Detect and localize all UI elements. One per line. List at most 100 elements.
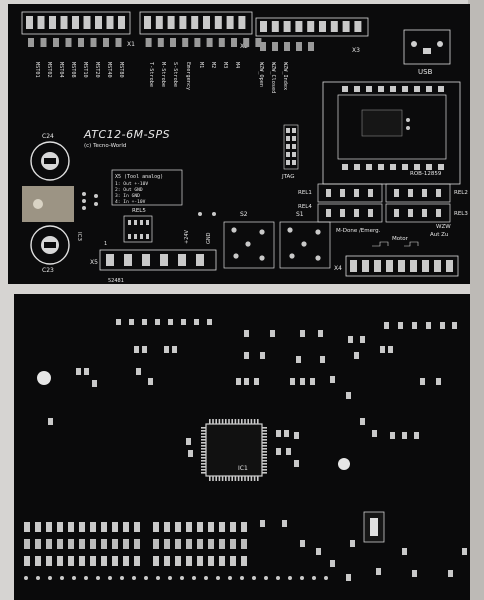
qfp-pin: [218, 419, 221, 424]
pad-row: [186, 556, 192, 566]
module-pad: [438, 164, 444, 170]
via-pad: [180, 576, 184, 580]
smd-pad: [426, 322, 431, 329]
smd-pad: [448, 570, 453, 577]
module-pad: [354, 164, 360, 170]
smd-pad: [172, 346, 177, 353]
via-pad: [156, 576, 160, 580]
connector-pad: [72, 16, 79, 29]
smd-pad: [136, 368, 141, 375]
qfp-pin: [209, 476, 211, 481]
smd-pad: [384, 322, 389, 329]
terminal-pad: [362, 260, 369, 272]
pad-row: [164, 556, 170, 566]
pad-row: [79, 556, 85, 566]
via-pad: [60, 576, 64, 580]
ic3-label: IC3: [76, 232, 82, 241]
module-label: ROB-12859: [410, 171, 442, 177]
connector-pad: [238, 16, 246, 29]
ic1-label: IC1: [238, 465, 248, 472]
smd-pad: [372, 430, 377, 437]
smd-component: [28, 38, 34, 47]
via-pad: [288, 576, 292, 580]
rel5-label: REL5: [132, 208, 146, 214]
via-pad: [96, 576, 100, 580]
smd-pad: [282, 520, 287, 527]
pad-row: [241, 556, 247, 566]
qfp-pin: [262, 454, 267, 456]
smd-component: [260, 42, 266, 51]
relay-pad: [354, 209, 359, 217]
cap-c23-label: C23: [42, 267, 54, 274]
qfp-pin: [201, 448, 206, 450]
module-pad: [390, 164, 396, 170]
switch-pad: [233, 253, 239, 259]
smd-component: [65, 38, 72, 47]
smd-pad: [398, 322, 403, 329]
smd-component: [218, 38, 225, 47]
smd-pad: [320, 356, 325, 363]
via-pad: [94, 194, 98, 198]
pad-row: [101, 522, 107, 532]
qfp-pin: [244, 419, 246, 424]
smd-component: [255, 38, 262, 47]
via-pad: [276, 576, 280, 580]
input-label: WZW_Closed: [270, 62, 276, 93]
smd-pad: [284, 430, 289, 437]
qfp-pin: [262, 439, 267, 441]
input-label: M-Strobe: [160, 62, 166, 87]
via-pad: [108, 576, 112, 580]
smd-pad: [420, 378, 425, 385]
smd-component: [103, 38, 109, 47]
pad-row: [57, 522, 63, 532]
switch-pad: [315, 229, 321, 235]
pad-row: [153, 556, 159, 566]
qfp-pin: [225, 476, 227, 481]
pad-row: [219, 539, 225, 549]
module-pad: [342, 164, 348, 170]
module-pad: [342, 86, 348, 92]
smd-pad: [348, 336, 353, 343]
pad-row: [35, 556, 41, 566]
pad-row: [197, 522, 203, 532]
rel5-pad: [128, 220, 131, 225]
smd-pad: [316, 548, 321, 555]
via-pad: [192, 576, 196, 580]
smd-pad: [92, 380, 97, 387]
terminal-pad: [178, 254, 186, 266]
qfp-pin: [247, 476, 249, 481]
rel5-pad: [146, 234, 149, 239]
qfp-pin: [201, 472, 206, 474]
smd-component: [115, 38, 122, 47]
pad-row: [57, 556, 63, 566]
qfp-pin: [215, 419, 217, 424]
header-pad: [207, 319, 212, 325]
via-pad: [72, 576, 76, 580]
smd-pad: [142, 346, 147, 353]
smd-pad: [440, 322, 445, 329]
header-pad: [181, 319, 186, 325]
input-label: WZW_Open: [258, 62, 264, 87]
module-pad: [402, 164, 408, 170]
qfp-pin: [241, 419, 243, 424]
via-pad: [120, 576, 124, 580]
pad-row: [79, 539, 85, 549]
relay-pad: [436, 209, 441, 217]
smd-component: [40, 38, 47, 47]
pad-row: [46, 522, 52, 532]
relay-pad: [340, 209, 345, 217]
smd-pad: [296, 356, 301, 363]
pad-row: [123, 556, 129, 566]
via-pad: [132, 576, 136, 580]
smd-pad: [318, 330, 323, 337]
input-label: WZW_Index: [282, 62, 288, 90]
pad-row: [134, 522, 140, 532]
pad-row: [208, 522, 214, 532]
connector-pad: [319, 21, 326, 32]
qfp-pin: [201, 466, 206, 468]
qfp-pin: [201, 451, 206, 453]
smd-pad: [414, 432, 419, 439]
input-label: MST40: [106, 62, 112, 78]
input-label: M3: [222, 62, 228, 68]
input-label: S-Strobe: [172, 62, 178, 87]
